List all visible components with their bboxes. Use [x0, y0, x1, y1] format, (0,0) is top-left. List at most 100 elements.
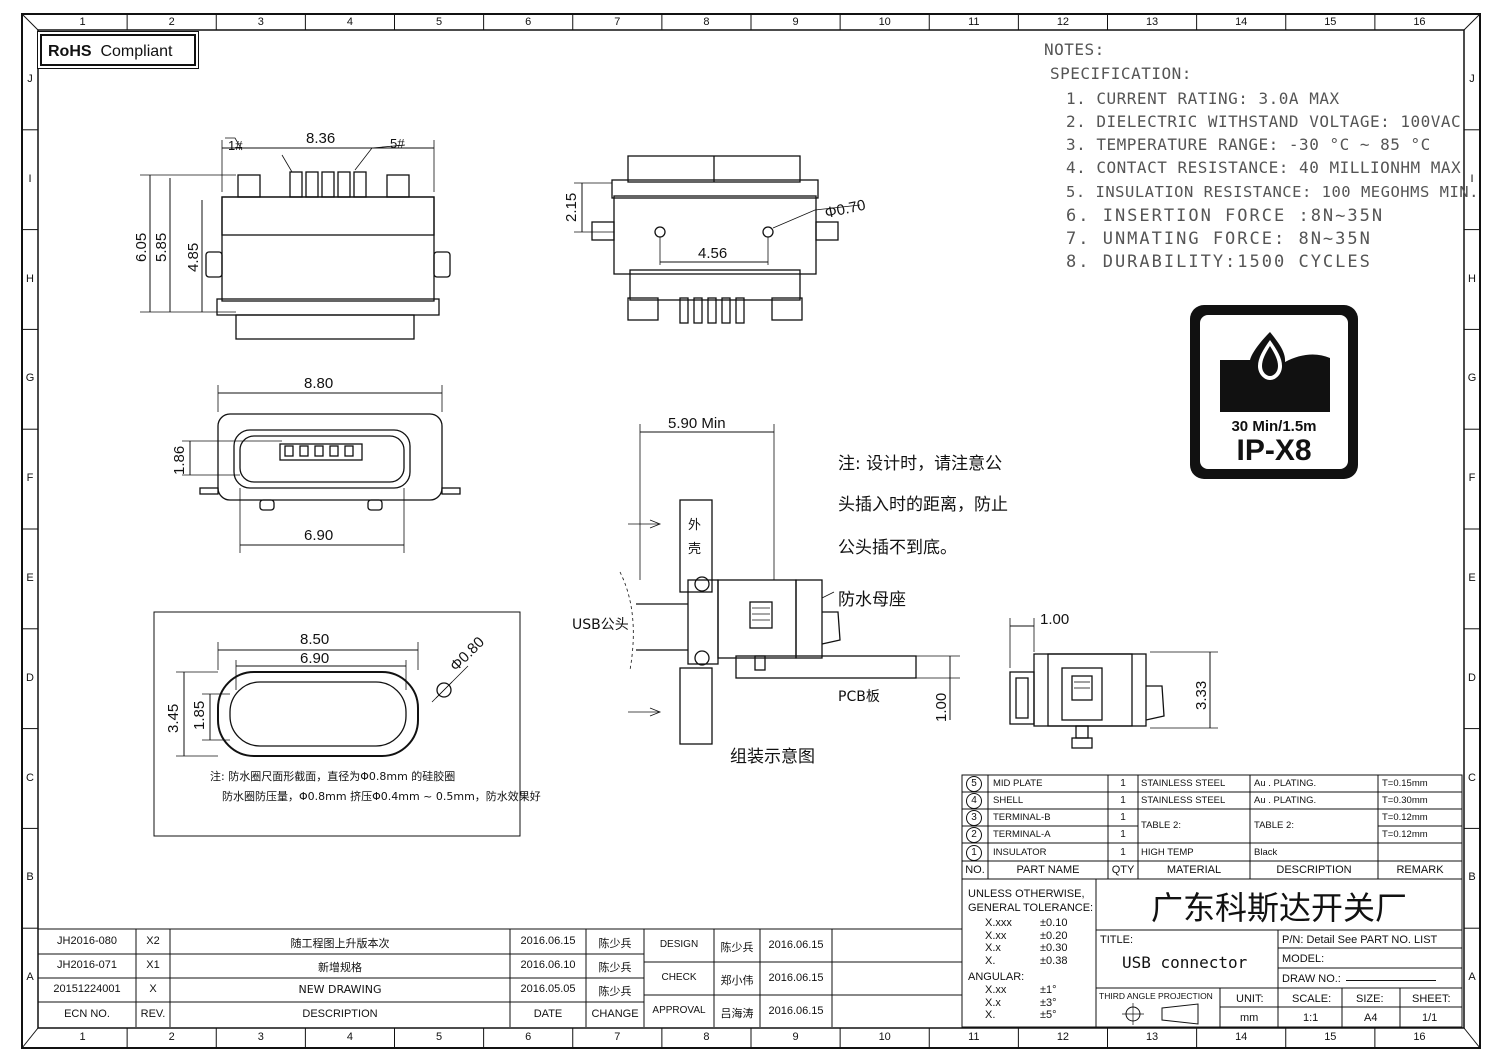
dim-pin1: 1# — [228, 138, 243, 153]
bom-no-1: 1 — [966, 845, 982, 861]
grid-col-bottom-10: 10 — [878, 1031, 891, 1043]
grid-col-top-4: 4 — [346, 16, 353, 28]
angular-key: X.x — [985, 996, 1001, 1009]
approval-date: 2016.06.15 — [768, 972, 824, 984]
grid-col-bottom-16: 16 — [1413, 1031, 1426, 1043]
bom-no-4: 4 — [966, 793, 982, 809]
unit-value: mm — [1240, 1012, 1259, 1024]
bom-part: TERMINAL-A — [993, 829, 1051, 840]
revision-ecn: JH2016-080 — [57, 935, 117, 947]
assembly-view — [619, 424, 960, 745]
grid-col-top-14: 14 — [1235, 16, 1248, 28]
revision-date: 2016.06.10 — [520, 959, 576, 971]
grid-col-bottom-4: 4 — [346, 1031, 353, 1043]
cut-note-2: 防水圈防压量，Φ0.8mm 挤压Φ0.4mm ~ 0.5mm，防水效果好 — [222, 790, 541, 803]
projection-label: THIRD ANGLE PROJECTION — [1099, 991, 1213, 1001]
dim-pin5: 5# — [390, 136, 405, 151]
grid-row-left-G: G — [25, 372, 35, 385]
grid-col-bottom-2: 2 — [168, 1031, 175, 1043]
grid-row-left-A: A — [26, 971, 34, 984]
grid-col-bottom-7: 7 — [614, 1031, 621, 1043]
note-cn-2: 头插入时的距离，防止 — [838, 495, 1008, 515]
dim-cut-h2: 1.85 — [191, 701, 208, 730]
assembly-label: 组装示意图 — [730, 747, 815, 767]
grid-row-right-D: D — [1468, 671, 1476, 684]
note-cn-1: 注: 设计时，请注意公 — [838, 454, 1003, 474]
revision-desc: NEW DRAWING — [298, 983, 382, 996]
grid-row-right-E: E — [1468, 571, 1476, 584]
angular-value: ±1° — [1040, 984, 1057, 996]
rohs-label: RoHS — [48, 43, 92, 60]
bom-desc: Au . PLATING. — [1254, 795, 1317, 806]
bom-part: SHELL — [993, 795, 1024, 806]
grid-col-top-3: 3 — [257, 16, 264, 28]
bom-no-2: 2 — [966, 827, 982, 843]
bom-remark: T=0.15mm — [1382, 778, 1428, 789]
dim-h605: 6.05 — [133, 233, 150, 262]
dim-cut-inner: 6.90 — [300, 650, 329, 667]
bom-no-3: 3 — [966, 810, 982, 826]
bom-qty: 1 — [1120, 778, 1126, 789]
grid-row-left-J: J — [27, 72, 33, 85]
revision-change: 陈少兵 — [598, 961, 632, 974]
bom-material: STAINLESS STEEL — [1141, 778, 1226, 789]
grid-row-right-A: A — [1468, 971, 1476, 984]
dim-hole: Φ0.70 — [823, 197, 867, 222]
grid-col-bottom-12: 12 — [1056, 1031, 1070, 1043]
ip-badge-line1: 30 Min/1.5m — [1231, 418, 1317, 435]
top-view — [140, 137, 451, 340]
company-name: 广东科斯达开关厂 — [1150, 889, 1407, 927]
grid-col-bottom-14: 14 — [1235, 1031, 1248, 1043]
shell-label-1: 外 — [688, 518, 702, 533]
grid-col-top-2: 2 — [168, 16, 175, 28]
revision-header-date: DATE — [533, 1008, 563, 1020]
tolerance-value: ±0.20 — [1040, 929, 1068, 942]
grid-col-bottom-3: 3 — [257, 1031, 264, 1043]
grid-row-left-B: B — [26, 871, 34, 884]
unit-label: UNIT: — [1236, 993, 1264, 1005]
grid-row-left-C: C — [26, 771, 34, 784]
dim-front-inner: 6.90 — [304, 527, 333, 544]
approval-date: 2016.06.15 — [768, 1005, 824, 1017]
tolerance-key: X.xx — [985, 929, 1007, 942]
grid-row-right-H: H — [1468, 272, 1476, 285]
note-cn-3: 公头插不到底。 — [838, 538, 957, 558]
note-item-1: 1. CURRENT RATING: 3.0A MAX — [1066, 89, 1340, 108]
grid-col-top-16: 16 — [1413, 16, 1426, 28]
dim-top-width: 8.36 — [306, 130, 335, 147]
revision-rev: X — [149, 983, 157, 995]
dim-front-w: 8.80 — [304, 375, 333, 392]
dim-front-h: 1.86 — [171, 446, 188, 475]
grid-row-left-F: F — [26, 472, 34, 485]
revision-rev: X1 — [146, 959, 160, 971]
grid-col-top-6: 6 — [525, 16, 532, 28]
note-item-3: 3. TEMPERATURE RANGE: -30 °C ~ 85 °C — [1066, 135, 1431, 154]
grid-col-top-8: 8 — [703, 16, 710, 28]
dim-side-h: 2.15 — [563, 193, 580, 222]
scale-label: SCALE: — [1292, 993, 1332, 1005]
front-view — [182, 385, 461, 553]
dim-h485: 4.85 — [185, 243, 202, 272]
dim-cut-hole: Φ0.80 — [447, 634, 488, 675]
approval-name: 陈少兵 — [720, 941, 754, 954]
bom-part: INSULATOR — [993, 847, 1047, 858]
revision-date: 2016.06.15 — [520, 935, 576, 947]
grid-row-left-D: D — [26, 671, 34, 684]
title-block-grid — [961, 878, 1463, 1028]
part-number: P/N: Detail See PART NO. LIST — [1282, 934, 1438, 946]
grid-col-bottom-11: 11 — [968, 1031, 980, 1043]
pcb-label: PCB板 — [838, 689, 880, 705]
bom-remark: T=0.12mm — [1382, 812, 1428, 823]
drawing-title: USB connector — [1122, 953, 1248, 972]
bom-desc: TABLE 2: — [1254, 820, 1294, 831]
revision-header-change: CHANGE — [591, 1008, 639, 1020]
dim-cut-h1: 3.45 — [165, 704, 182, 733]
tolerance-key: X.x — [985, 942, 1001, 954]
bom-qty: 1 — [1120, 795, 1126, 806]
grid-row-right-I: I — [1470, 172, 1474, 185]
size-label: SIZE: — [1356, 993, 1384, 1005]
grid-row-left-I: I — [28, 172, 32, 185]
bom-header-no: NO. — [965, 864, 985, 876]
bom-remark: T=0.30mm — [1382, 795, 1428, 806]
angular-value: ±3° — [1040, 996, 1057, 1009]
